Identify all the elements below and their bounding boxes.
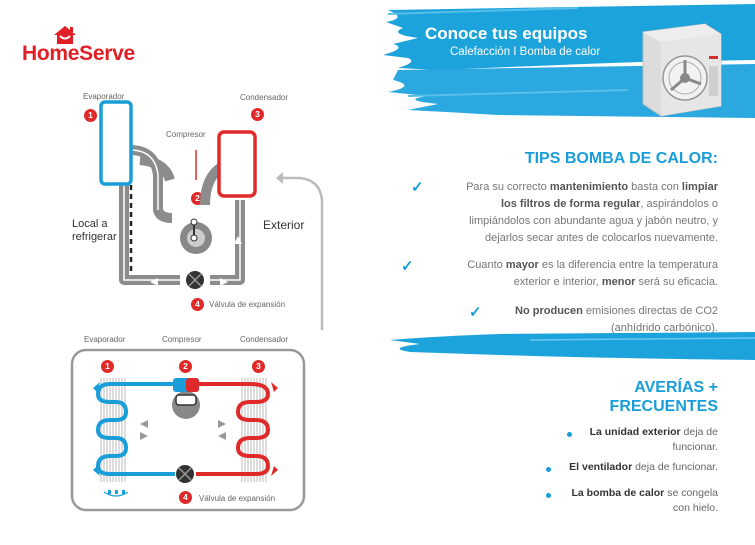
bullet-icon <box>546 493 551 498</box>
check-icon: ✓ <box>401 258 414 275</box>
bottom-number-1: 1 <box>101 360 114 373</box>
check-icon: ✓ <box>411 179 424 196</box>
bottom-number-2: 2 <box>179 360 192 373</box>
averias-title: AVERÍAS + FRECUENTES <box>609 379 718 415</box>
banner-title: Conoce tus equipos <box>425 24 588 43</box>
divider-brush <box>390 332 755 360</box>
bottom-refrigerant-diagram <box>70 348 306 512</box>
local-refrigerar-label-2: refrigerar <box>72 231 117 243</box>
top-refrigerant-diagram <box>99 100 324 330</box>
house-icon <box>54 26 76 44</box>
bottom-compresor-label: Compresor <box>162 335 202 344</box>
tip-2: Cuanto mayor es la diferencia entre la t… <box>467 259 718 288</box>
banner-subtitle: Calefacción I Bomba de calor <box>450 46 601 58</box>
logo-text: HomeServe <box>22 42 135 65</box>
tips-title: TIPS BOMBA DE CALOR: <box>524 150 718 167</box>
top-compresor-label: Compresor <box>166 130 206 139</box>
top-number-3: 3 <box>251 108 264 121</box>
tip-3: No producen emisiones directas de CO2 (a… <box>515 305 718 334</box>
bottom-number-4: 4 <box>179 491 192 504</box>
local-refrigerar-label-1: Local a <box>72 218 108 230</box>
bottom-number-3: 3 <box>252 360 265 373</box>
top-condensador-label: Condensador <box>240 93 289 102</box>
top-valvula-label: Válvula de expansión <box>209 300 286 309</box>
averia-2: El ventilador deja de funcionar. <box>569 461 718 473</box>
bullet-icon <box>546 467 551 472</box>
exterior-label: Exterior <box>263 218 305 232</box>
heat-pump-unit-image <box>642 23 722 117</box>
averia-3: La bomba de calor se congela con hielo. <box>571 487 719 514</box>
bullet-icon <box>567 432 572 437</box>
bottom-evaporador-label: Evaporador <box>84 335 126 344</box>
bottom-condensador-label: Condensador <box>240 335 289 344</box>
averia-1: La unidad exterior deja de funcionar. <box>589 426 718 453</box>
check-icon: ✓ <box>469 304 482 321</box>
top-number-1: 1 <box>84 109 97 122</box>
tip-1: Para su correcto mantenimiento basta con… <box>466 181 718 244</box>
bottom-valvula-label: Válvula de expansión <box>199 494 276 503</box>
top-number-4: 4 <box>191 298 204 311</box>
top-evaporador-label: Evaporador <box>83 92 125 101</box>
